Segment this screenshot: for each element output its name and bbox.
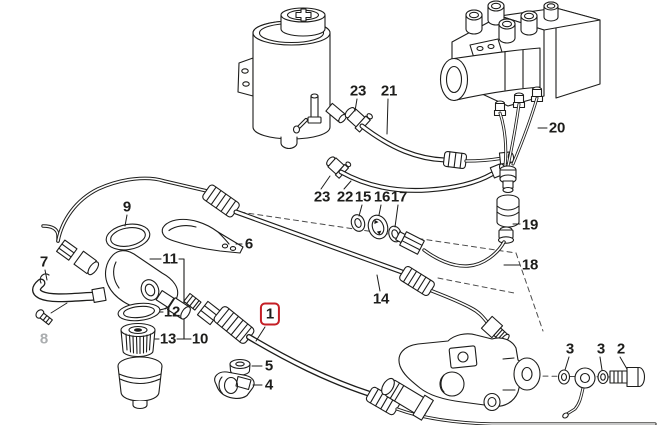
holder-4 bbox=[214, 371, 255, 399]
hose-collar bbox=[442, 151, 468, 169]
pipes-20 bbox=[498, 96, 539, 168]
gasket-12 bbox=[117, 302, 161, 322]
pressure-hose-1 bbox=[183, 292, 657, 425]
callout-16[interactable]: 16 bbox=[373, 188, 391, 206]
filter-element-13 bbox=[120, 322, 156, 358]
bolt-8 bbox=[35, 302, 68, 326]
banjo-union bbox=[562, 367, 596, 419]
callout-8-muted[interactable]: 8 bbox=[39, 330, 49, 348]
callout-2[interactable]: 2 bbox=[616, 340, 626, 358]
clamp-7 bbox=[32, 273, 107, 303]
nut-5 bbox=[229, 358, 251, 376]
damper-19 bbox=[496, 165, 520, 244]
callout-19[interactable]: 19 bbox=[521, 216, 539, 234]
abs-hydro-unit bbox=[439, 0, 601, 117]
hose-collar bbox=[399, 265, 435, 297]
callout-23-a[interactable]: 23 bbox=[349, 82, 367, 100]
seal-ring-9 bbox=[105, 223, 151, 251]
union-fitting bbox=[395, 231, 425, 255]
seal-3-right bbox=[597, 369, 609, 385]
filter-housing-11 bbox=[104, 250, 191, 320]
callout-23-b[interactable]: 23 bbox=[313, 188, 331, 206]
callout-15[interactable]: 15 bbox=[354, 188, 372, 206]
callout-11[interactable]: 11 bbox=[162, 250, 178, 268]
steering-gear bbox=[381, 333, 541, 421]
filter-canister bbox=[117, 356, 163, 410]
callout-14[interactable]: 14 bbox=[372, 290, 390, 308]
callout-3-b[interactable]: 3 bbox=[596, 340, 606, 358]
callout-10[interactable]: 10 bbox=[191, 330, 209, 348]
banjo-bolt-2 bbox=[609, 366, 646, 388]
seal-15 bbox=[350, 214, 366, 232]
callout-6[interactable]: 6 bbox=[244, 235, 254, 253]
return-hose-14 bbox=[41, 176, 510, 344]
callout-5[interactable]: 5 bbox=[264, 357, 274, 375]
reservoir bbox=[237, 7, 347, 150]
callout-4[interactable]: 4 bbox=[264, 376, 274, 394]
hose-clamp-23 bbox=[344, 107, 373, 133]
pipe-union-cap bbox=[73, 250, 100, 276]
reservoir-cap bbox=[280, 7, 326, 37]
seal-3-left bbox=[557, 369, 571, 385]
leader-lines bbox=[44, 98, 628, 386]
hose-21 bbox=[344, 107, 515, 169]
callout-17[interactable]: 17 bbox=[390, 188, 408, 206]
bushing-16 bbox=[367, 214, 389, 240]
cover-6 bbox=[161, 218, 244, 254]
callout-3-a[interactable]: 3 bbox=[565, 340, 575, 358]
pipe-18 bbox=[422, 240, 506, 268]
callout-12[interactable]: 12 bbox=[163, 303, 181, 321]
hose-22 bbox=[326, 156, 507, 193]
pipe-union-nut bbox=[56, 239, 78, 261]
callout-7[interactable]: 7 bbox=[39, 253, 49, 271]
callout-1-selected[interactable]: 1 bbox=[259, 302, 281, 326]
callout-21[interactable]: 21 bbox=[380, 82, 398, 100]
callout-20[interactable]: 20 bbox=[548, 119, 566, 137]
callout-13[interactable]: 13 bbox=[159, 330, 177, 348]
callout-9[interactable]: 9 bbox=[122, 198, 132, 216]
callout-18[interactable]: 18 bbox=[521, 256, 539, 274]
callout-22[interactable]: 22 bbox=[336, 188, 354, 206]
